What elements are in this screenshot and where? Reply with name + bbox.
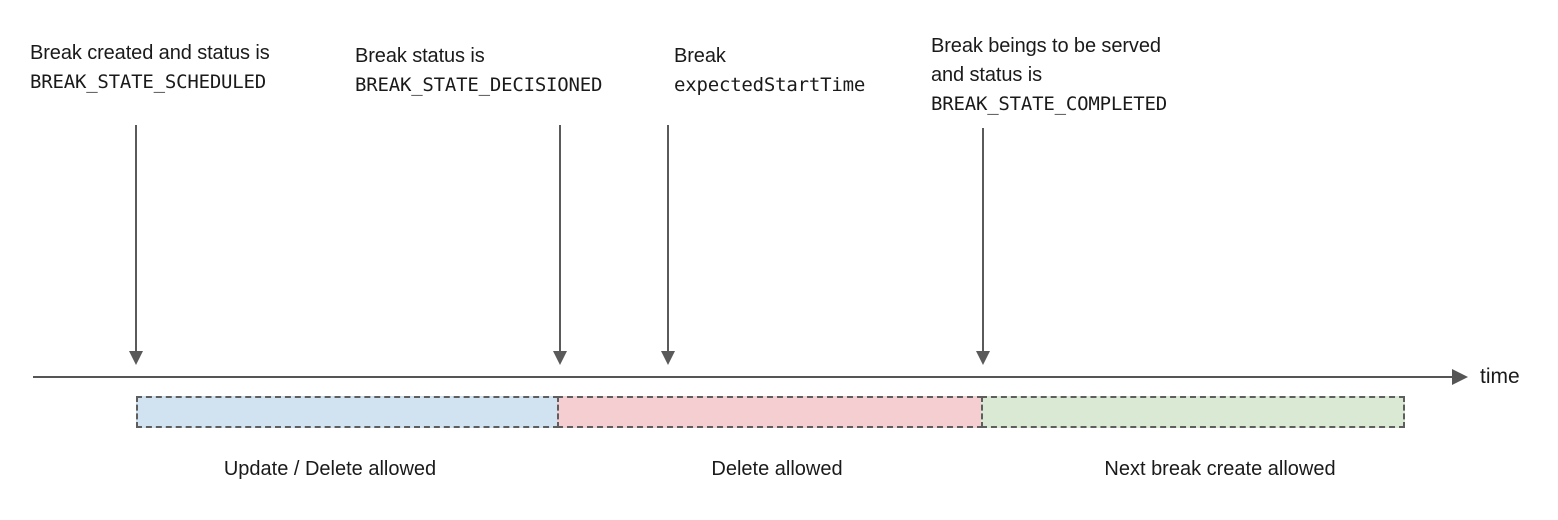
arrow-head-icon <box>129 351 143 365</box>
marker-arrow-decisioned <box>553 125 567 365</box>
arrow-stem <box>135 125 137 351</box>
phase-segment-delete <box>557 396 983 428</box>
arrow-stem <box>559 125 561 351</box>
marker-arrow-scheduled <box>129 125 143 365</box>
annotation-break-expected-start-time: Break expectedStartTime <box>674 42 865 100</box>
phase-bar <box>136 396 1405 428</box>
annotation-line: Break created and status is <box>30 42 270 64</box>
arrow-head-icon <box>661 351 675 365</box>
annotation-line-code: BREAK_STATE_DECISIONED <box>355 74 603 96</box>
annotation-line: and status is <box>931 64 1042 86</box>
arrow-head-icon <box>553 351 567 365</box>
annotation-line: Break status is <box>355 45 485 67</box>
marker-arrow-completed <box>976 128 990 365</box>
phase-label-delete: Delete allowed <box>711 458 843 480</box>
arrow-head-icon <box>976 351 990 365</box>
arrow-stem <box>667 125 669 351</box>
time-axis-label: time <box>1480 365 1520 388</box>
annotation-break-decisioned: Break status is BREAK_STATE_DECISIONED <box>355 42 602 100</box>
phase-label-next-break: Next break create allowed <box>1104 458 1336 480</box>
annotation-break-scheduled: Break created and status is BREAK_STATE_… <box>30 39 270 97</box>
annotation-break-completed: Break beings to be served and status is … <box>931 32 1167 119</box>
annotation-line: Break <box>674 45 726 67</box>
phase-segment-next-break <box>981 396 1405 428</box>
phase-segment-update-delete <box>136 396 559 428</box>
annotation-line-code: expectedStartTime <box>674 74 866 96</box>
phase-label-update-delete: Update / Delete allowed <box>223 458 437 480</box>
arrow-stem <box>982 128 984 351</box>
marker-arrow-expected-start-time <box>661 125 675 365</box>
annotation-line-code: BREAK_STATE_SCHEDULED <box>30 71 267 93</box>
time-axis-arrow-icon <box>1452 369 1468 385</box>
annotation-line: Break beings to be served <box>931 35 1161 57</box>
annotation-line-code: BREAK_STATE_COMPLETED <box>931 93 1168 115</box>
time-axis-line <box>33 376 1453 378</box>
